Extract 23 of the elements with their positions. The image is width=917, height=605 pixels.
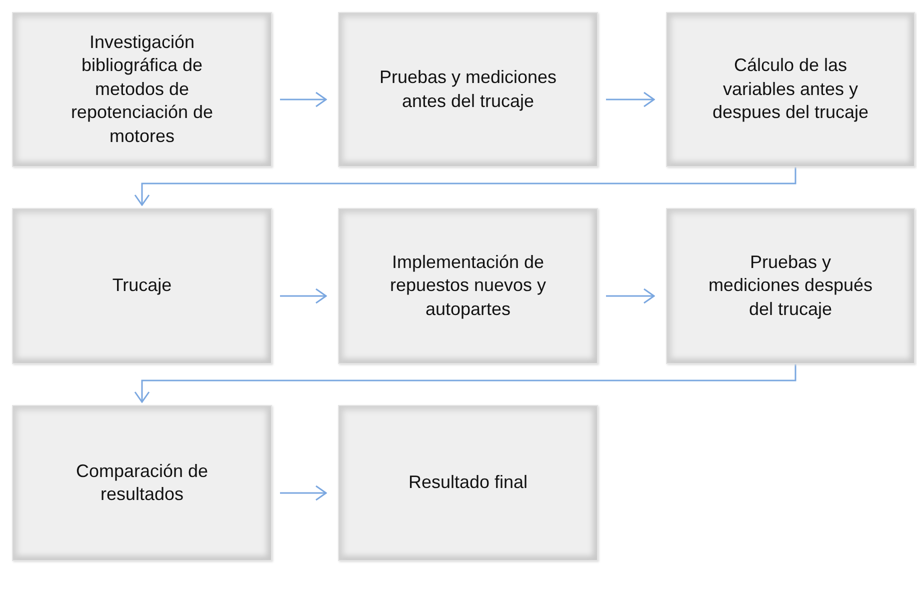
- process-box: [12, 12, 272, 167]
- arrow: [134, 364, 796, 403]
- arrow: [280, 485, 327, 501]
- arrow: [606, 288, 655, 304]
- box-label: Implementación de repuestos nuevos y autopartes: [388, 250, 548, 321]
- process-box: [666, 12, 915, 167]
- process-box: [12, 405, 272, 561]
- process-box: [666, 208, 915, 364]
- arrow: [606, 92, 655, 108]
- process-box: [338, 208, 598, 364]
- box-label: Pruebas y mediciones antes del trucaje: [379, 66, 557, 113]
- box-label: Trucaje: [112, 274, 172, 298]
- process-box: [12, 208, 272, 364]
- arrow: [134, 167, 796, 206]
- box-label: Comparación de resultados: [74, 460, 210, 506]
- arrow: [280, 92, 327, 108]
- box-label: Pruebas y mediciones después del trucaje: [707, 250, 874, 321]
- box-label: Investigación bibliográfica de metodos de repotenciación de motores: [70, 31, 214, 148]
- box-label: Cálculo de las variables antes y despues del trucaje: [711, 54, 870, 124]
- process-box: [338, 12, 598, 167]
- process-box: [338, 405, 598, 561]
- box-label: Resultado final: [408, 471, 528, 494]
- arrow: [280, 288, 327, 304]
